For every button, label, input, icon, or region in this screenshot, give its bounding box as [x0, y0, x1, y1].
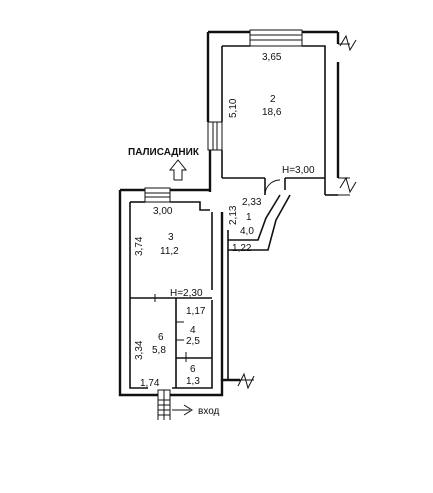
- room5-width: 1,74: [140, 378, 160, 389]
- room2-area: 18,6: [262, 107, 282, 118]
- break-mark-top: [339, 34, 357, 52]
- room6-number: 6: [190, 364, 196, 375]
- room2-number: 2: [270, 94, 276, 105]
- window-room2-top: [249, 29, 303, 47]
- room3-length: 3,74: [134, 236, 145, 256]
- window-room2-left: [207, 121, 223, 151]
- room3-height: H=2,30: [170, 288, 203, 299]
- garden-arrow: [168, 159, 188, 181]
- room4-area: 2,5: [186, 336, 200, 347]
- room3-area: 11,2: [160, 246, 179, 257]
- garden-label: ПАЛИСАДНИК: [128, 147, 200, 158]
- room5-number: 6: [158, 332, 164, 343]
- room5-length: 3,34: [134, 340, 145, 360]
- room1-width: 2,33: [242, 197, 262, 208]
- entrance-label: вход: [198, 406, 220, 417]
- entrance-door: [157, 389, 171, 420]
- room2-length: 5,10: [228, 98, 239, 118]
- upper-block-walls: [206, 30, 350, 196]
- room1-bottom: 1,22: [232, 243, 252, 254]
- room3-width: 3,00: [153, 206, 173, 217]
- room6-area: 1,3: [186, 376, 200, 387]
- break-mark-corridor: [237, 372, 255, 390]
- window-room3-top: [144, 187, 171, 203]
- break-mark-bottom: [339, 176, 357, 194]
- lower-block-walls: [118, 188, 224, 397]
- room1-area: 4,0: [240, 226, 254, 237]
- room4-width: 1,17: [186, 306, 206, 317]
- room5-area: 5,8: [152, 345, 166, 356]
- room2-width: 3,65: [262, 52, 282, 63]
- room4-number: 4: [190, 325, 196, 336]
- door-marks-lower: [154, 294, 187, 362]
- room1-number: 1: [246, 212, 252, 223]
- room1-length: 2,13: [228, 205, 239, 225]
- room3-number: 3: [168, 232, 174, 243]
- room2-height: H=3,00: [282, 165, 315, 176]
- entrance-arrow: [172, 404, 193, 416]
- door-corridor: [264, 179, 281, 196]
